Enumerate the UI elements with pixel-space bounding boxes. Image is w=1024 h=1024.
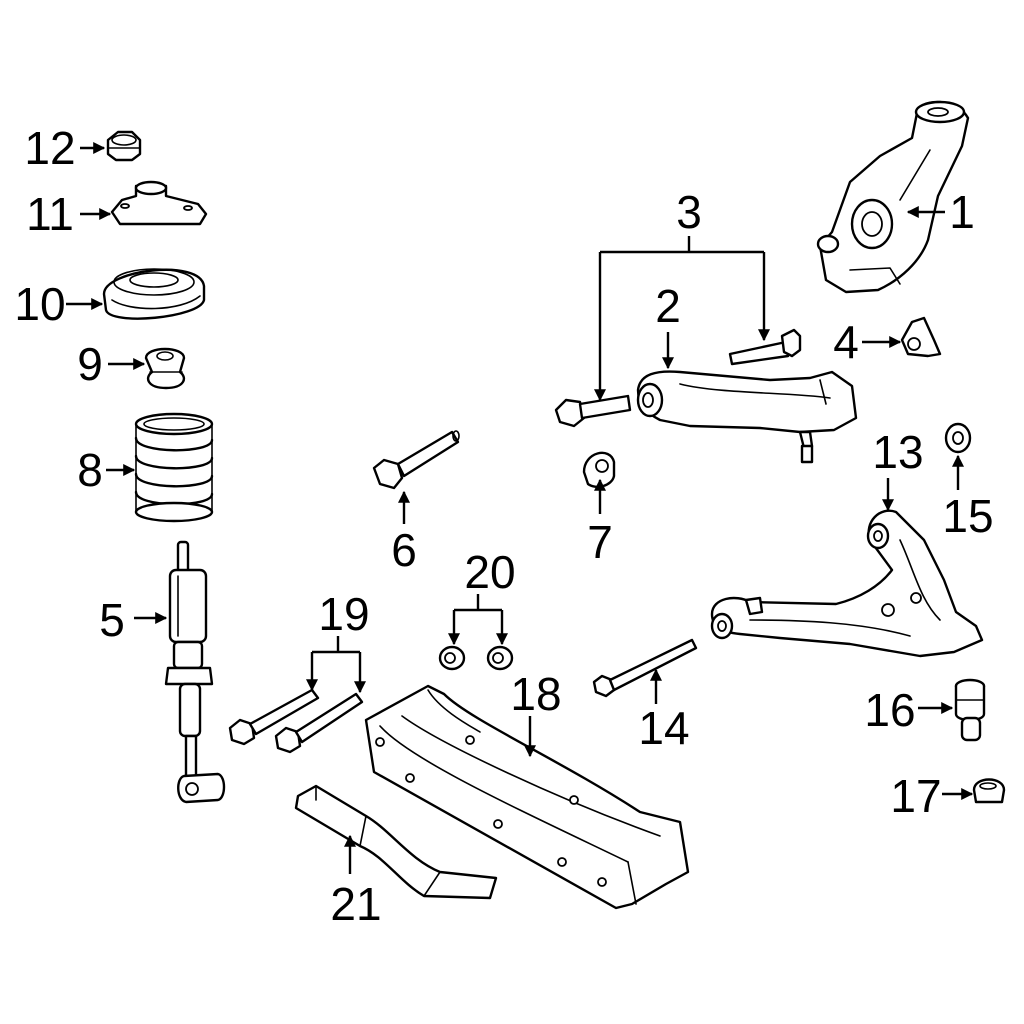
callout-16: 16 <box>864 684 915 736</box>
part-11-upper-mount <box>110 180 208 226</box>
part-14-bolt <box>592 638 698 698</box>
callout-6: 6 <box>391 524 417 576</box>
part-2-upper-control-arm <box>636 370 858 464</box>
part-15-washer <box>944 422 972 454</box>
part-13-lower-control-arm <box>710 509 984 658</box>
part-9-bump-stop <box>144 347 186 390</box>
part-4-cam-bushing <box>900 316 942 358</box>
callout-10: 10 <box>14 278 65 330</box>
part-10-spring-isolator <box>102 268 206 320</box>
part-12-nut <box>106 130 142 162</box>
callout-11: 11 <box>26 188 74 240</box>
part-20-bushings <box>438 645 514 671</box>
part-6-bolt <box>372 430 460 490</box>
callout-18: 18 <box>510 668 561 720</box>
callout-14: 14 <box>638 702 689 754</box>
part-16-ball-joint <box>954 678 986 742</box>
part-8-coil-spring <box>134 412 214 523</box>
callout-1: 1 <box>949 186 975 238</box>
part-21-brace <box>294 784 498 900</box>
callout-5: 5 <box>99 594 125 646</box>
part-3-bolts <box>554 328 802 428</box>
callout-9: 9 <box>77 338 103 390</box>
callout-20: 20 <box>464 546 515 598</box>
part-7-cam-washer <box>582 451 616 488</box>
callout-13: 13 <box>872 426 923 478</box>
callout-3: 3 <box>676 186 702 238</box>
callout-21: 21 <box>330 878 381 930</box>
callout-labels: 1 2 3 4 5 6 7 8 9 10 11 12 13 14 15 16 1… <box>14 122 993 930</box>
part-5-strut-assembly <box>164 540 226 804</box>
part-17-nut <box>972 778 1006 804</box>
leader-lines <box>66 142 974 874</box>
callout-12: 12 <box>24 122 75 174</box>
callout-17: 17 <box>890 770 941 822</box>
callout-19: 19 <box>318 588 369 640</box>
part-19-bolts <box>228 688 364 754</box>
callout-4: 4 <box>833 316 859 368</box>
callout-7: 7 <box>587 516 613 568</box>
part-18-crossmember <box>364 684 690 910</box>
part-1-steering-knuckle <box>816 100 970 294</box>
callout-8: 8 <box>77 444 103 496</box>
callout-15: 15 <box>942 490 993 542</box>
callout-2: 2 <box>655 280 681 332</box>
